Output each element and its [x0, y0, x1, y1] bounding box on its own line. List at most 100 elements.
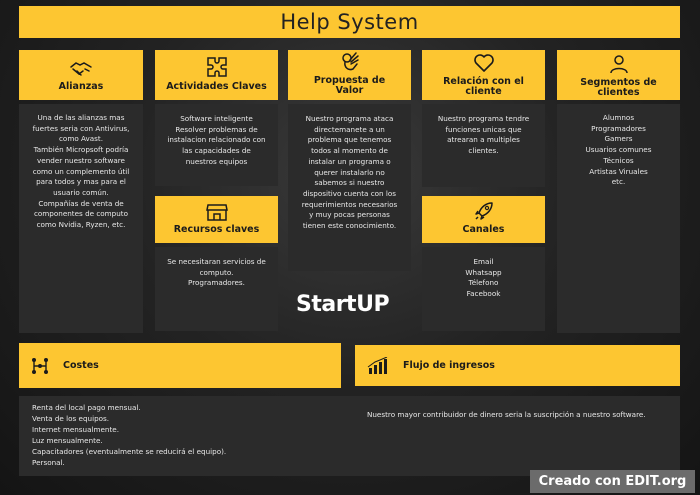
ingresos-text: Nuestro mayor contribuidor de dinero ser… — [367, 410, 646, 419]
propuesta-line: sabemos si nuestro — [314, 178, 385, 188]
canales-line: Whatsapp — [465, 267, 502, 277]
recursos-line: computo. — [199, 267, 234, 277]
costes-text: Renta del local pago mensual. Venta de l… — [32, 403, 226, 468]
propuesta-line: todos al momento de — [311, 146, 388, 156]
actividades-line: las capacidades de — [182, 146, 251, 156]
canales-line: Télefono — [468, 278, 499, 288]
propuesta-line: directemanete a un — [314, 124, 385, 134]
alianzas-line: vender nuestro software — [37, 155, 125, 165]
puzzle-icon — [206, 57, 227, 77]
propuesta-line: instalar un programa o — [308, 156, 391, 166]
alianzas-panel — [19, 104, 143, 333]
relacion-label-1: Relación con el — [443, 76, 524, 87]
costes-line: Renta del local pago mensual. — [32, 403, 141, 412]
alianzas-text: Una de las alianzas mas fuertes seria co… — [19, 113, 143, 231]
recursos-panel — [155, 247, 278, 331]
alianzas-header: Alianzas — [19, 50, 143, 100]
segmentos-line: Alumnos — [602, 113, 635, 122]
costes-label: Costes — [63, 360, 99, 371]
relacion-line: funciones unicas que — [445, 124, 522, 134]
canales-panel — [422, 247, 545, 331]
costes-line: Venta de los equipos. — [32, 413, 110, 423]
segmentos-line: Técnicos — [603, 155, 634, 165]
ingresos-label: Flujo de ingresos — [403, 360, 495, 371]
alianzas-line: componentes de computo — [33, 209, 129, 219]
relacion-text: Nuestro programa tendre funciones unicas… — [422, 114, 545, 157]
recursos-text: Se necesitaran servicios de computo. Pro… — [155, 257, 278, 289]
segmentos-header: Segmentos de clientes — [557, 50, 680, 100]
actividades-panel — [155, 104, 278, 186]
costes-line: Luz mensualmente. — [32, 435, 103, 445]
propuesta-label-1: Propuesta de — [313, 75, 386, 86]
costes-line: Capacitadores (eventualmente se reducirá… — [32, 446, 227, 456]
propuesta-line: problema que tenemos — [307, 135, 392, 145]
segmentos-label-1: Segmentos de — [580, 77, 657, 88]
segmentos-line: Gamers — [604, 134, 633, 144]
recursos-line: Programadores. — [188, 278, 245, 288]
propuesta-line: dispositivo cuenta con los — [302, 188, 397, 198]
alianzas-line: Una de las alianzas mas — [37, 113, 125, 122]
costes-line: Personal. — [32, 457, 65, 467]
actividades-line: Software inteligente — [180, 114, 253, 123]
actividades-line: instalacion relacionado con — [167, 135, 266, 145]
alianzas-line: como Avast. — [58, 134, 104, 144]
bar-chart-icon — [367, 356, 388, 374]
segmentos-panel — [557, 104, 680, 333]
recursos-line: Se necesitaran servicios de — [167, 257, 266, 266]
segmentos-text: Alumnos Programadores Gamers Usuarios co… — [557, 113, 680, 188]
segmentos-line: Programadores — [591, 123, 646, 133]
actividades-line: Resolver problemas de — [175, 124, 258, 134]
segmentos-line: Usuarios comunes — [585, 145, 652, 155]
user-icon — [609, 55, 628, 74]
alianzas-line: como un complemento útil — [32, 166, 130, 176]
propuesta-panel — [288, 104, 411, 271]
ok-hand-icon — [341, 52, 359, 71]
ingresos-header: Flujo de ingresos — [355, 345, 680, 386]
costes-line: Internet mensualmente. — [32, 424, 120, 434]
alianzas-line: para todos y mas para el — [36, 177, 126, 187]
relacion-panel — [422, 104, 545, 187]
alianzas-label: Alianzas — [58, 81, 104, 92]
relacion-line: Nuestro programa tendre — [437, 114, 530, 123]
edit-org-watermark: Creado con EDIT.org — [530, 470, 695, 493]
relacion-line: atrearan a multiples — [447, 135, 520, 145]
canales-line: Email — [473, 257, 494, 266]
actividades-header: Actividades Claves — [155, 50, 278, 100]
propuesta-line: requerimientos necesarios — [301, 199, 398, 209]
propuesta-line: y muy pocas personas — [309, 210, 390, 220]
alianzas-line: fuertes seria con Antivirus, — [32, 123, 130, 133]
alianzas-line: como Nvidia, Ryzen, etc. — [36, 220, 126, 230]
handshake-icon — [70, 62, 92, 76]
title-bar: Help System — [19, 6, 680, 38]
canales-header: Canales — [422, 196, 545, 243]
rocket-icon — [474, 202, 493, 220]
heart-icon — [473, 54, 494, 72]
relacion-label-2: cliente — [465, 86, 502, 97]
alianzas-line: Compañías de venta de — [38, 198, 124, 208]
actividades-label: Actividades Claves — [166, 81, 267, 92]
propuesta-header: Propuesta de Valor — [288, 50, 411, 100]
actividades-text: Software inteligente Resolver problemas … — [155, 114, 278, 168]
propuesta-line: tienen este conocimiento. — [302, 221, 397, 231]
segmentos-line: etc. — [611, 177, 626, 187]
costes-header: Costes — [19, 343, 341, 388]
segmentos-line: Artistas Viruales — [589, 166, 648, 176]
propuesta-text: Nuestro programa ataca directemanete a u… — [288, 114, 411, 232]
startup-logo: StartUP — [296, 292, 390, 317]
propuesta-line: querer instalarlo no — [314, 167, 385, 177]
propuesta-label-2: Valor — [335, 85, 364, 96]
canales-line: Facebook — [466, 289, 501, 299]
canales-label: Canales — [462, 224, 505, 235]
propuesta-line: Nuestro programa ataca — [305, 114, 394, 123]
network-icon — [32, 357, 48, 374]
costes-panel — [19, 396, 680, 476]
recursos-header: Recursos claves — [155, 196, 278, 243]
alianzas-line: usuario común. — [53, 187, 109, 197]
actividades-line: nuestros equipos — [185, 156, 248, 166]
page-title: Help System — [280, 10, 419, 34]
alianzas-line: También Micropsoft podría — [33, 145, 129, 155]
store-icon — [205, 204, 228, 221]
relacion-header: Relación con el cliente — [422, 50, 545, 100]
canales-text: Email Whatsapp Télefono Facebook — [422, 257, 545, 300]
recursos-label: Recursos claves — [173, 224, 260, 235]
